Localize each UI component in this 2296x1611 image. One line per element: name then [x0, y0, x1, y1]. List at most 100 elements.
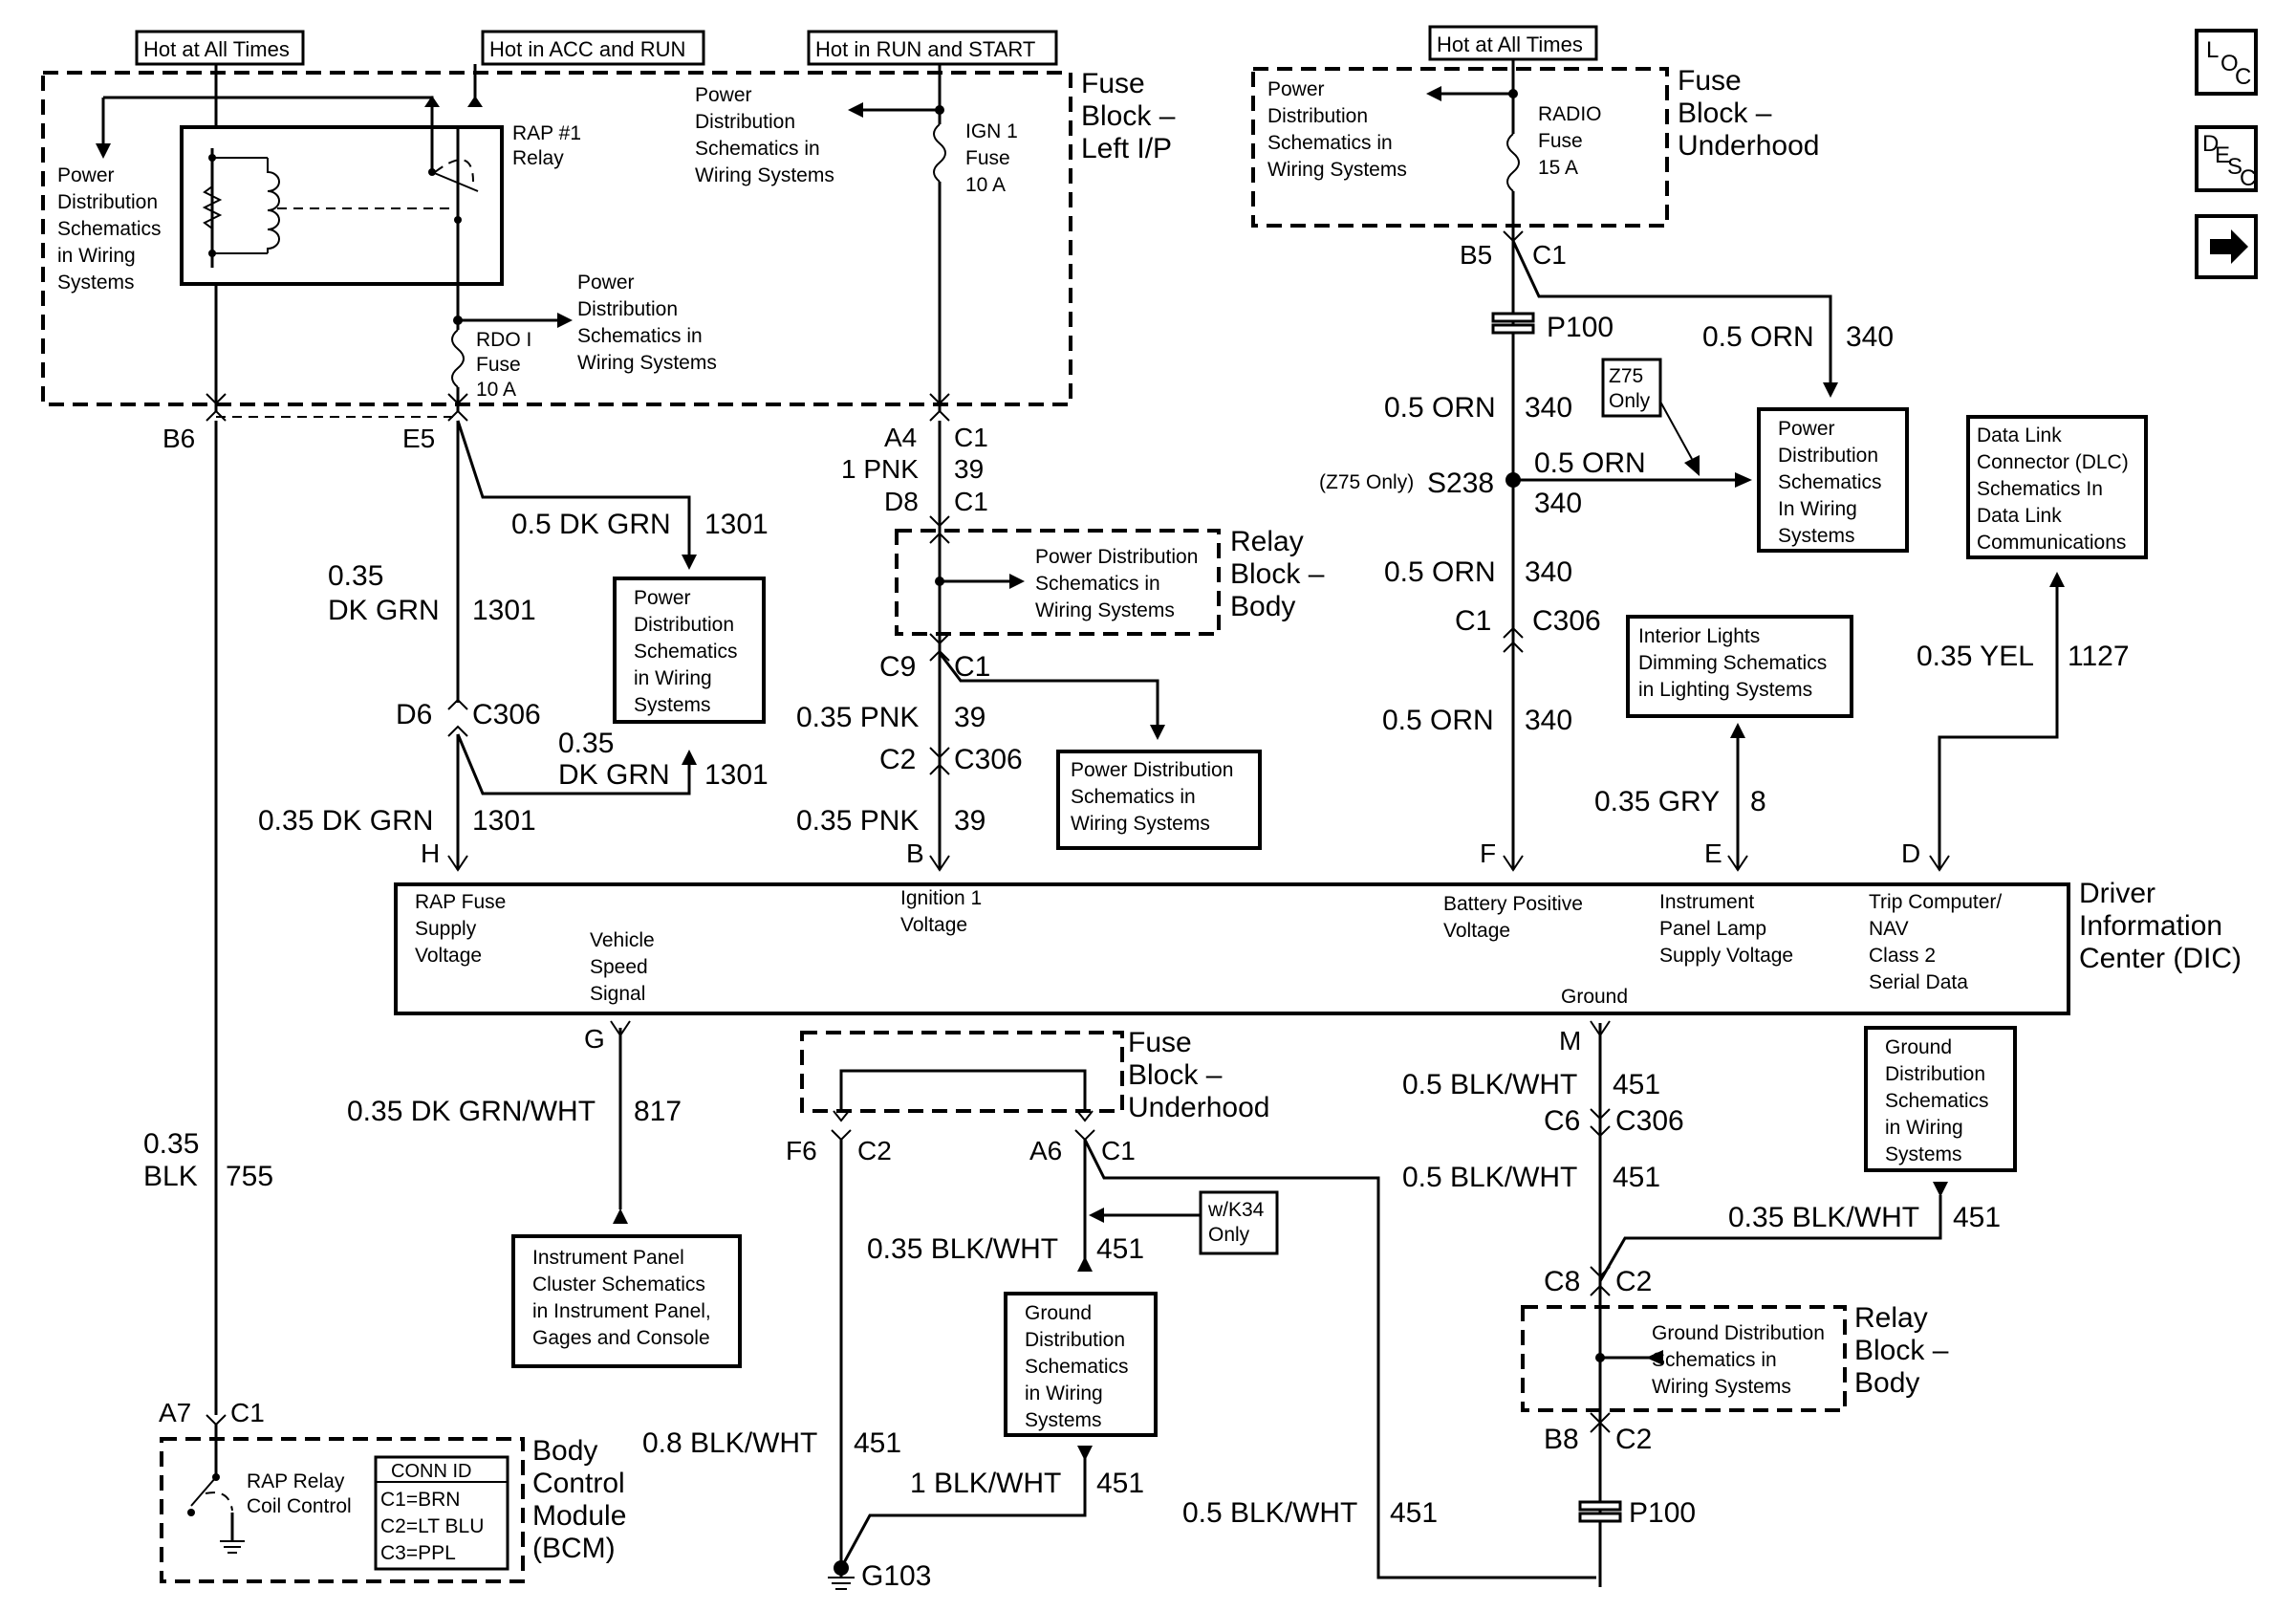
- svg-text:O: O: [2220, 51, 2239, 76]
- svg-text:IGN 1 Fuse 10 A: IGN 1 Fuse 10 A: [965, 120, 1024, 196]
- svg-text:1301: 1301: [704, 509, 769, 540]
- svg-text:RAP #1 Relay: RAP #1 Relay: [512, 122, 587, 169]
- pd-box-pnk[interactable]: Power Distribution Schematics in Wiring …: [1056, 750, 1262, 850]
- svg-text:817: 817: [634, 1096, 682, 1127]
- svg-text:E: E: [1704, 838, 1722, 868]
- svg-text:Power Distribution: Power Distribution Schematics In Wiring …: [1778, 418, 1887, 547]
- desc-button[interactable]: D E S C: [2195, 125, 2258, 192]
- svg-text:Relay Block – Body: Relay Block – Body: [1854, 1302, 1957, 1399]
- svg-text:C2: C2: [1615, 1266, 1652, 1297]
- svg-text:39: 39: [954, 805, 986, 837]
- svg-text:C1: C1: [954, 651, 990, 683]
- svg-text:Vehicle Speed Sign: Vehicle Speed Signal: [590, 929, 661, 1005]
- svg-text:Battery Positive Voltage: Battery Positive Voltage: [1443, 893, 1589, 942]
- svg-text:340: 340: [1525, 392, 1572, 424]
- ground-g103: G103: [828, 1560, 931, 1592]
- svg-text:0.35 PNK: 0.35 PNK: [796, 805, 919, 837]
- svg-text:340: 340: [1846, 321, 1894, 353]
- svg-text:Interior Lights Dimming: Interior Lights Dimming Schematics in Li…: [1638, 625, 1832, 701]
- svg-text:755: 755: [226, 1161, 273, 1192]
- fuse-block-left-title: Fuse Block – Left I/P: [1081, 68, 1183, 164]
- svg-text:Hot at All Times: Hot at All Times: [1437, 33, 1583, 56]
- svg-text:39: 39: [954, 454, 984, 484]
- svg-text:Power Distribution: Power Distribution Schematics in Wiring …: [634, 587, 743, 716]
- svg-text:0.35 BLK/WHT: 0.35 BLK/WHT: [1728, 1202, 1919, 1233]
- svg-text:451: 451: [1390, 1497, 1438, 1529]
- svg-text:Fuse Block – Under: Fuse Block – Underhood: [1678, 65, 1819, 162]
- svg-text:BLK: BLK: [143, 1161, 198, 1192]
- svg-text:E5: E5: [402, 424, 435, 453]
- svg-text:1127: 1127: [2068, 641, 2130, 672]
- svg-text:B8: B8: [1544, 1424, 1579, 1455]
- dimming-box[interactable]: Interior Lights Dimming Schematics in Li…: [1626, 615, 1853, 718]
- svg-text:Power Distribution Schem: Power Distribution Schematics in Wiring …: [1071, 759, 1239, 835]
- dlc-box[interactable]: Data Link Connector (DLC) Schematics In …: [1966, 415, 2148, 559]
- gd-box-right[interactable]: Ground Distribution Schematics in Wiring…: [1864, 1026, 2017, 1172]
- pd-box-orn[interactable]: Power Distribution Schematics In Wiring …: [1757, 407, 1909, 553]
- svg-text:C9: C9: [879, 651, 916, 683]
- svg-text:C2: C2: [1615, 1424, 1652, 1455]
- ipc-box[interactable]: Instrument Panel Cluster Schematics in I…: [511, 1234, 742, 1368]
- svg-text:0.5 ORN: 0.5 ORN: [1382, 705, 1494, 736]
- svg-text:Trip Computer/ NAV: Trip Computer/ NAV Class 2 Serial Data: [1869, 891, 2007, 993]
- svg-text:Ground Distribution: Ground Distribution Schematics in Wiring…: [1885, 1036, 1994, 1165]
- svg-text:1 PNK: 1 PNK: [841, 454, 919, 484]
- svg-text:0.5 ORN: 0.5 ORN: [1534, 447, 1646, 479]
- svg-text:C6: C6: [1544, 1105, 1580, 1137]
- svg-text:P100: P100: [1629, 1497, 1696, 1529]
- svg-text:C1: C1: [1101, 1136, 1136, 1165]
- svg-text:w/K34 Only: w/K34 Only: [1207, 1199, 1269, 1246]
- svg-text:Instrument Panel Lamp: Instrument Panel Lamp Supply Voltage: [1659, 891, 1793, 967]
- svg-text:Fuse Block – Under: Fuse Block – Underhood: [1128, 1027, 1269, 1123]
- loc-button[interactable]: L O C: [2195, 29, 2258, 96]
- svg-text:Data Link Connector (DLC: Data Link Connector (DLC) Schematics In …: [1977, 425, 2134, 554]
- svg-text:Power Distribution Schem: Power Distribution Schematics in Wiring …: [1035, 546, 1203, 621]
- svg-text:(Z75 Only): (Z75 Only): [1319, 471, 1414, 493]
- svg-text:340: 340: [1525, 556, 1572, 588]
- svg-text:C306: C306: [1532, 605, 1601, 637]
- next-page-button[interactable]: ➔: [2195, 214, 2258, 279]
- svg-text:A4: A4: [884, 423, 917, 452]
- svg-text:Power Distribution: Power Distribution Schematics in Wiring …: [1267, 78, 1407, 181]
- svg-text:Z75 Only: Z75 Only: [1609, 365, 1651, 412]
- svg-text:0.5 BLK/WHT: 0.5 BLK/WHT: [1182, 1497, 1357, 1529]
- p100-bottom: P100: [1578, 1497, 1696, 1529]
- svg-text:D: D: [1901, 838, 1920, 868]
- svg-text:C1: C1: [1532, 240, 1567, 270]
- svg-text:CONN ID: CONN ID: [391, 1461, 471, 1482]
- svg-text:G103: G103: [861, 1560, 931, 1592]
- svg-text:C: C: [2235, 64, 2251, 90]
- svg-text:RAP Fuse Supply Vo: RAP Fuse Supply Voltage: [415, 891, 511, 967]
- svg-text:B5: B5: [1460, 240, 1492, 270]
- svg-text:Hot at All Times: Hot at All Times: [143, 37, 290, 61]
- svg-text:B: B: [906, 838, 924, 868]
- svg-text:Ground Distribution Sche: Ground Distribution Schematics in Wiring…: [1652, 1322, 1830, 1398]
- svg-text:A7: A7: [159, 1398, 191, 1427]
- svg-text:A6: A6: [1029, 1136, 1062, 1165]
- svg-text:0.5 ORN: 0.5 ORN: [1384, 392, 1496, 424]
- svg-text:Power Distribution Sch: Power Distribution Schematics in Wiring …: [695, 84, 834, 186]
- svg-text:➔: ➔: [2208, 256, 2210, 259]
- svg-text:451: 451: [1613, 1162, 1660, 1193]
- svg-text:E: E: [2215, 142, 2230, 168]
- svg-text:F6: F6: [786, 1136, 817, 1165]
- svg-text:C2: C2: [879, 744, 916, 775]
- svg-text:1301: 1301: [472, 805, 536, 837]
- z75-only-box: Z75 Only: [1601, 358, 1662, 418]
- pd-box-dkgrn[interactable]: Power Distribution Schematics in Wiring …: [613, 577, 766, 724]
- rap-relay: RAP #1 Relay: [180, 118, 587, 287]
- svg-text:0.5 BLK/WHT: 0.5 BLK/WHT: [1402, 1069, 1577, 1100]
- svg-text:Ground Distribution: Ground Distribution Schematics in Wiring…: [1025, 1302, 1134, 1431]
- svg-text:C1: C1: [230, 1398, 265, 1427]
- svg-text:P100: P100: [1547, 312, 1614, 343]
- svg-text:S: S: [2227, 154, 2242, 180]
- svg-text:RADIO Fuse 15 A: RADIO Fuse 15 A: [1538, 103, 1607, 179]
- svg-text:C2: C2: [857, 1136, 892, 1165]
- fuse-block-underhood-top: Fuse Block – Underhood Power Distributio…: [1251, 65, 1819, 228]
- svg-text:451: 451: [1096, 1468, 1144, 1499]
- relay-block-body-bottom: Relay Block – Body Ground Distribution S…: [1521, 1302, 1957, 1412]
- svg-text:0.35: 0.35: [143, 1128, 199, 1160]
- svg-text:0.5 ORN: 0.5 ORN: [1702, 321, 1814, 353]
- gd-box-mid[interactable]: Ground Distribution Schematics in Wiring…: [1004, 1292, 1158, 1437]
